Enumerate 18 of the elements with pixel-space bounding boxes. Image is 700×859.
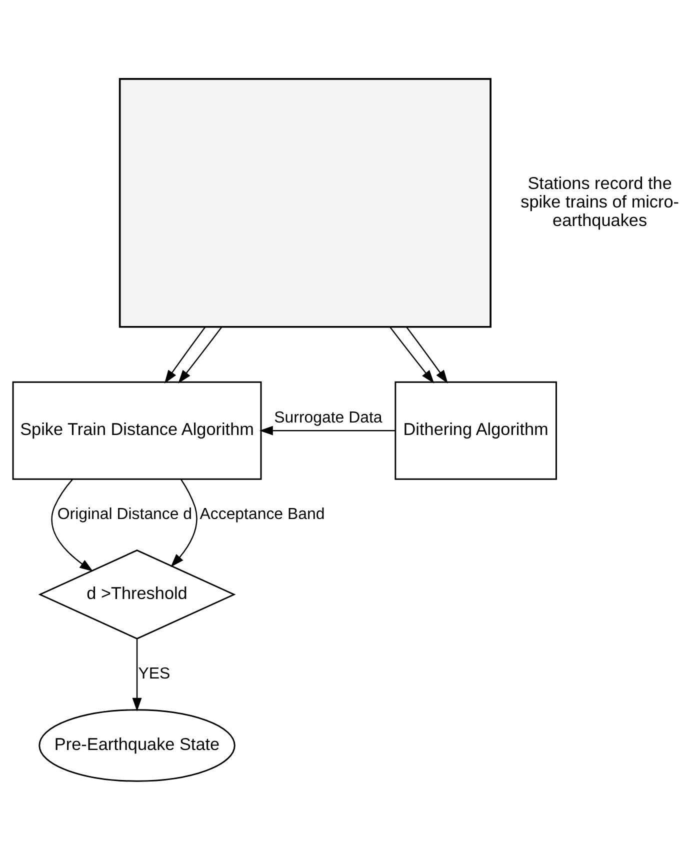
arrow: [51, 478, 94, 572]
node-box: [118, 78, 492, 328]
node-box: Spike Train Distance Algorithm: [12, 380, 262, 480]
arrow: [390, 326, 434, 383]
edge-label: Original Distance d: [57, 505, 192, 522]
arrow: [259, 425, 396, 435]
edge-label: YES: [138, 664, 170, 682]
arrow: [178, 326, 222, 383]
node-label: Stations record the spike trains of micro-earthquakes: [520, 172, 680, 230]
arrow: [164, 326, 206, 384]
arrow: [406, 326, 448, 384]
node-ellipse: Pre-Earthquake State: [38, 708, 236, 782]
node-box: Dithering Algorithm: [394, 380, 557, 480]
edge-label: Acceptance Band: [200, 505, 325, 522]
arrow: [170, 478, 198, 567]
edge-label: Surrogate Data: [274, 409, 382, 426]
arrow: [132, 638, 142, 711]
node-diamond: d >Threshold: [38, 549, 236, 639]
